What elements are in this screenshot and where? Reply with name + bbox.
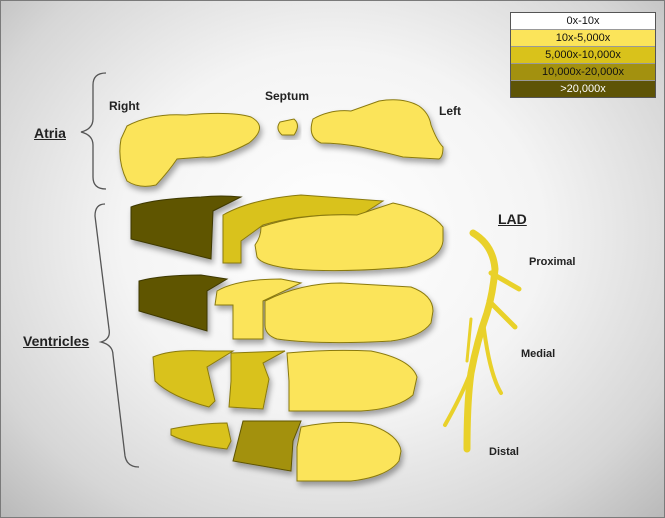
proximal-label: Proximal	[529, 256, 576, 268]
ventricles-bracket	[94, 203, 140, 468]
legend: 0x-10x 10x-5,000x 5,000x-10,000x 10,000x…	[510, 12, 656, 98]
medial-label: Medial	[521, 348, 556, 360]
lad-label: LAD	[498, 211, 527, 227]
ventricle-slice-3	[152, 349, 418, 412]
distal-label: Distal	[489, 446, 519, 458]
left-label: Left	[439, 104, 461, 118]
legend-item: 0x-10x	[511, 13, 655, 30]
ventricle-slice-4	[170, 420, 402, 482]
septum-atrium	[277, 118, 298, 136]
atria-label: Atria	[34, 125, 66, 141]
ventricle-slice-2	[138, 274, 434, 344]
septum-label: Septum	[265, 89, 310, 103]
ventricles-label: Ventricles	[23, 333, 90, 349]
lad-artery	[443, 229, 522, 453]
right-atrium	[119, 112, 260, 187]
right-label: Right	[109, 99, 140, 113]
left-atrium	[310, 99, 444, 160]
legend-item: 10x-5,000x	[511, 30, 655, 47]
legend-item: >20,000x	[511, 81, 655, 97]
ventricle-slice-1	[130, 194, 444, 272]
legend-item: 5,000x-10,000x	[511, 47, 655, 64]
atria-bracket	[80, 72, 107, 190]
legend-item: 10,000x-20,000x	[511, 64, 655, 81]
